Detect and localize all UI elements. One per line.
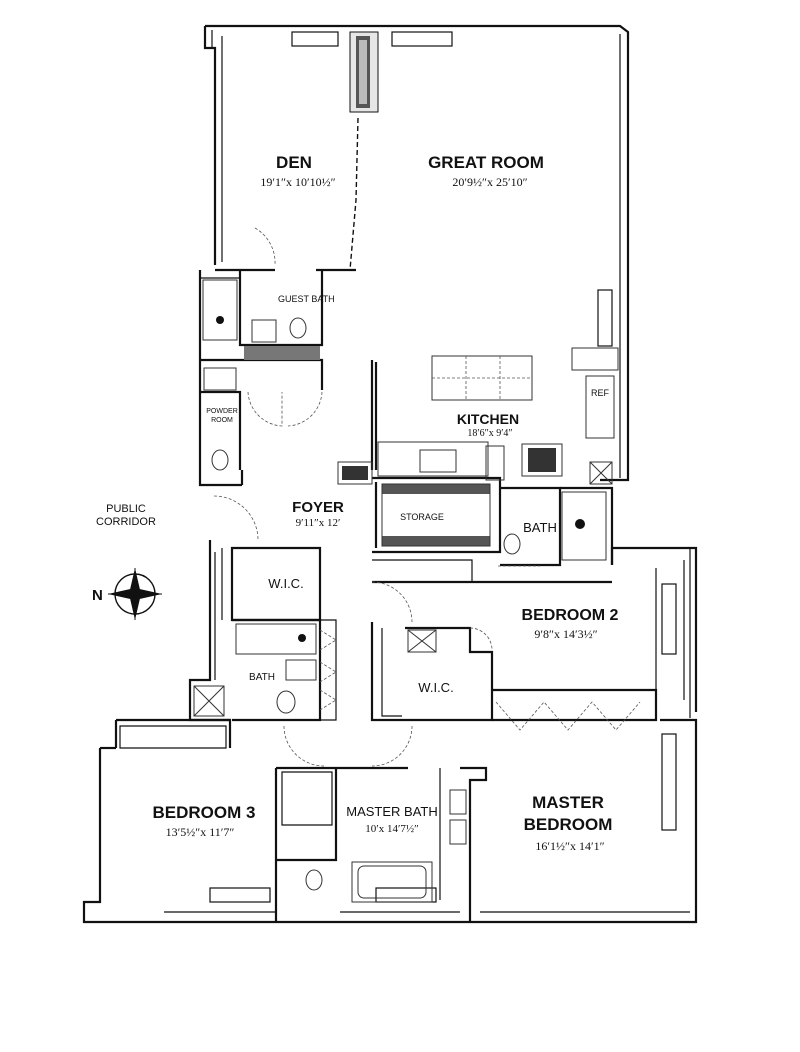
master-bath-label: MASTER BATH	[346, 804, 438, 819]
windows	[164, 31, 690, 913]
foyer-dimensions: 9′11″x 12′	[296, 517, 341, 529]
guest-toilet	[289, 317, 307, 339]
public-corridor-label-line1: PUBLIC	[106, 503, 146, 515]
hall-toilet	[276, 690, 296, 714]
powder-vanity	[203, 367, 237, 391]
storage-shelves	[381, 483, 491, 547]
master-vanity-1	[449, 789, 467, 815]
kitchen-fixtures	[337, 347, 619, 485]
window-master-bath-bottom	[375, 887, 437, 903]
guest-shower	[202, 279, 238, 341]
master-bedroom-label-line1: MASTER	[532, 793, 604, 812]
hall-vanity	[285, 659, 317, 681]
fireplace-column	[349, 31, 379, 113]
bedroom-2-label: BEDROOM 2	[522, 607, 619, 624]
kitchen-dimensions: 18′6″x 9′4″	[467, 428, 512, 439]
den-dimensions: 19′1″x 10′10½″	[260, 175, 335, 189]
master-bedroom-label-line2: BEDROOM	[524, 815, 613, 834]
window-master-bedroom	[661, 733, 677, 831]
window-top-left	[291, 31, 339, 47]
wic-bedroom2-label: W.I.C.	[418, 680, 453, 695]
compass-north-label: N	[92, 587, 103, 604]
bath-fixtures	[202, 279, 607, 903]
bedroom-2-dimensions: 9′8″x 14′3½″	[534, 627, 597, 641]
den-label: DEN	[276, 153, 312, 172]
public-corridor-label-line2: CORRIDOR	[96, 516, 156, 528]
powder-room-label-line2: ROOM	[211, 417, 233, 424]
master-tub	[351, 861, 433, 903]
kitchen-bath-toilet	[503, 533, 521, 555]
great-room-dimensions: 20′9½″x 25′10″	[452, 175, 527, 189]
master-bedroom-dimensions: 16′1½″x 14′1″	[535, 839, 604, 853]
powder-toilet	[211, 449, 229, 471]
bedroom-3-label: BEDROOM 3	[153, 803, 256, 822]
master-vanity-2	[449, 819, 467, 845]
master-bath-dimensions: 10′x 14′7½″	[365, 823, 418, 835]
bedroom-3-dimensions: 13′5½″x 11′7″	[166, 825, 235, 839]
kitchen-label: KITCHEN	[457, 411, 519, 427]
foyer-label: FOYER	[292, 499, 344, 516]
kitchen-counter	[377, 441, 489, 477]
kitchen-range	[521, 443, 563, 477]
window-top-right	[391, 31, 453, 47]
hall-shower	[235, 623, 317, 655]
wic-foyer-label: W.I.C.	[268, 576, 303, 591]
door-swings	[213, 227, 641, 767]
powder-room-label-line1: POWDER	[206, 408, 238, 415]
guest-bath-label: GUEST BATH	[278, 294, 335, 304]
great-room-label: GREAT ROOM	[428, 153, 544, 172]
exterior-walls	[82, 24, 698, 924]
window-great-room-side	[597, 289, 613, 347]
cooktop-left	[337, 461, 373, 485]
hall-bath-label: BATH	[249, 672, 275, 683]
storage-label: STORAGE	[400, 512, 444, 522]
guest-vanity	[251, 319, 277, 343]
master-toilet	[305, 869, 323, 891]
north-compass: N	[92, 568, 162, 620]
kitchen-bath-tub	[561, 491, 607, 561]
window-bedroom2	[661, 583, 677, 655]
room-labels: DEN 19′1″x 10′10½″ GREAT ROOM 20′9½″x 25…	[96, 153, 618, 853]
kitchen-sink	[419, 449, 457, 473]
shafts	[193, 461, 613, 717]
kitchen-bath-label: BATH	[523, 520, 557, 535]
refrigerator	[585, 375, 615, 439]
ref-label: REF	[591, 388, 610, 398]
window-bedroom3-bottom	[209, 887, 271, 903]
